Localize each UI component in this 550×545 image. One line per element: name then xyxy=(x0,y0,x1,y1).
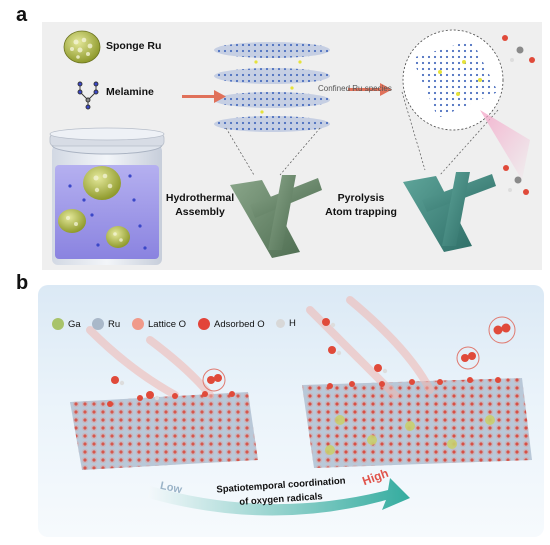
lattice-o-icon xyxy=(132,318,144,330)
panel-a-letter: a xyxy=(16,4,28,26)
catalyst-slab-low xyxy=(70,392,258,470)
tube-framework-assembled xyxy=(230,175,322,258)
catalyst-slab-high xyxy=(302,378,532,468)
coordination-arrow xyxy=(148,478,410,516)
legend-ga: Ga xyxy=(52,318,81,330)
confined-ru-label: Confined Ru species xyxy=(318,84,392,93)
legend-ru-label: Ru xyxy=(108,318,121,330)
melamine-label: Melamine xyxy=(106,86,154,98)
legend-lattice-o: Lattice O xyxy=(132,318,186,330)
ru-atom-icon xyxy=(92,318,104,330)
melamine-icon xyxy=(77,81,99,110)
oxygen-radical-icon xyxy=(111,316,516,401)
highlight-beam xyxy=(480,110,530,180)
zoom-magnifier xyxy=(402,29,504,131)
h-atom-icon xyxy=(276,319,285,328)
legend-h-label: H xyxy=(289,318,296,329)
legend-ga-label: Ga xyxy=(68,318,81,330)
panel-b-letter: b xyxy=(16,272,29,294)
legend-adsorbed-o-label: Adsorbed O xyxy=(214,318,265,330)
pyrolysis-label: Pyrolysis xyxy=(337,192,385,204)
sponge-ru-label: Sponge Ru xyxy=(106,40,162,52)
atom-trapping-label: Atom trapping xyxy=(325,206,397,218)
assembly-label: Assembly xyxy=(175,206,225,218)
legend-adsorbed-o: Adsorbed O xyxy=(198,318,265,330)
adsorbed-o-icon xyxy=(198,318,210,330)
legend-ru: Ru xyxy=(92,318,120,330)
reaction-beaker xyxy=(49,127,165,265)
legend-lattice-o-label: Lattice O xyxy=(148,318,187,330)
legend-h: H xyxy=(276,318,296,329)
ga-atom-icon xyxy=(52,318,64,330)
sponge-ru-icon xyxy=(63,30,101,64)
tube-framework-pyrolyzed xyxy=(403,172,496,252)
arrow-icon xyxy=(182,83,392,103)
hydrothermal-label: Hydrothermal xyxy=(165,192,235,204)
layered-structure xyxy=(214,42,330,132)
molecule-icon xyxy=(502,35,535,195)
